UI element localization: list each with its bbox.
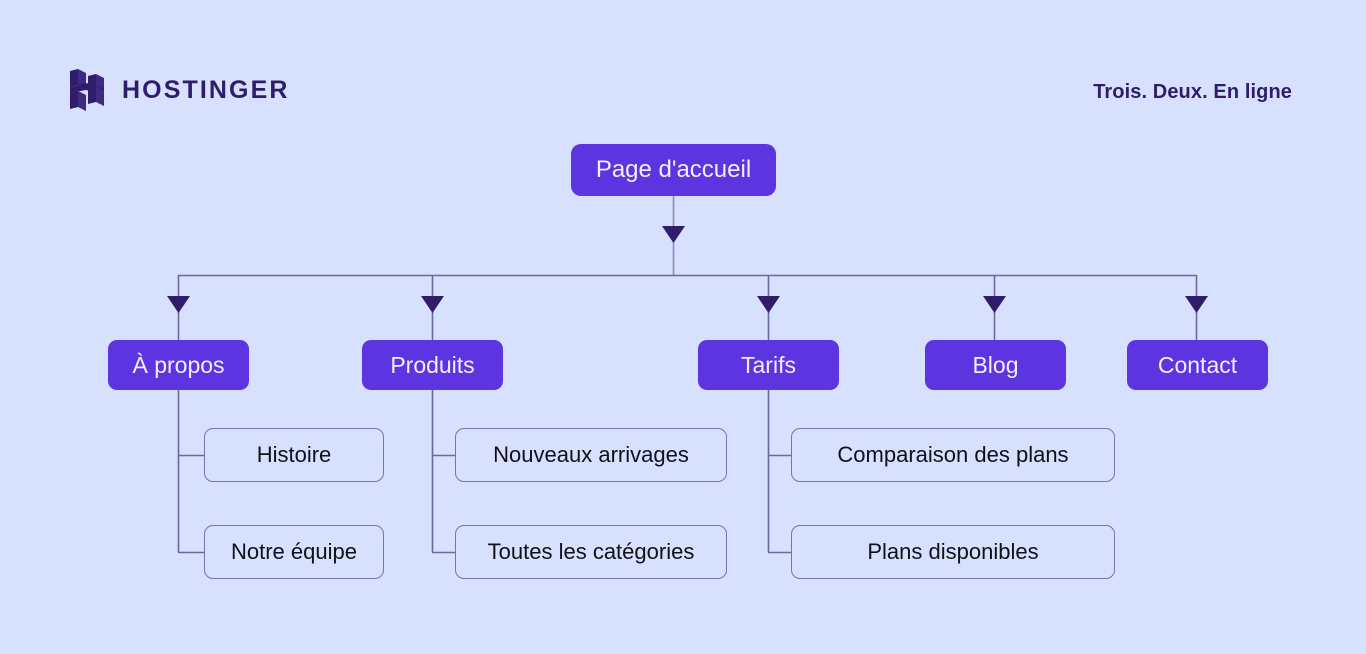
node-label: Tarifs (741, 351, 796, 378)
node-toutes-les-categories[interactable]: Toutes les catégories (455, 525, 727, 579)
node-label: Contact (1157, 351, 1238, 378)
node-produits[interactable]: Produits (362, 340, 503, 390)
node-tarifs[interactable]: Tarifs (698, 340, 839, 390)
node-comparaison-des-plans[interactable]: Comparaison des plans (791, 428, 1115, 482)
node-nouveaux-arrivages[interactable]: Nouveaux arrivages (455, 428, 727, 482)
node-label: À propos (132, 351, 225, 378)
node-label: Comparaison des plans (837, 442, 1069, 467)
hostinger-h-logo-icon (70, 69, 104, 111)
node-contact[interactable]: Contact (1127, 340, 1268, 390)
brand-name: HOSTINGER (122, 75, 290, 104)
node-label: Nouveaux arrivages (493, 442, 689, 467)
node-plans-disponibles[interactable]: Plans disponibles (791, 525, 1115, 579)
node-label: Blog (972, 351, 1019, 378)
tagline: Trois. Deux. En ligne (1093, 81, 1292, 103)
node-label: Produits (390, 351, 475, 378)
node-page-daccueil[interactable]: Page d'accueil (571, 144, 776, 196)
node-histoire[interactable]: Histoire (204, 428, 384, 482)
node-label: Notre équipe (231, 539, 357, 564)
brand-lockup: HOSTINGER (70, 69, 290, 111)
node-a-propos[interactable]: À propos (108, 340, 249, 390)
node-blog[interactable]: Blog (925, 340, 1066, 390)
node-label: Histoire (256, 442, 332, 467)
node-label: Plans disponibles (867, 539, 1039, 564)
node-notre-equipe[interactable]: Notre équipe (204, 525, 384, 579)
node-label: Toutes les catégories (487, 539, 695, 564)
node-label: Page d'accueil (595, 156, 752, 183)
